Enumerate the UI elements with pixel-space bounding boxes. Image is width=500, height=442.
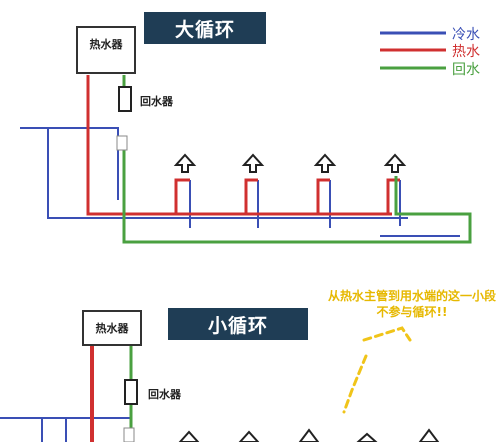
bottom-heater-label: 热水器: [95, 322, 129, 335]
top-water-heater: 热水器: [76, 26, 136, 74]
top-pump-label: 回水器: [140, 95, 173, 108]
outlet-arrow-icon: [298, 428, 320, 442]
bottom-valve-icon: [123, 427, 135, 442]
legend-hot-label: 热水: [452, 44, 480, 60]
outlet-arrow-icon: [313, 153, 337, 173]
legend-cold-label: 冷水: [452, 27, 480, 43]
legend-return-label: 回水: [452, 62, 480, 78]
top-heater-label: 热水器: [89, 38, 123, 51]
top-pump-icon: [118, 86, 132, 112]
outlet-arrow-icon: [238, 430, 260, 442]
top-cold-pipes: [20, 127, 460, 237]
top-valve-icon: [116, 135, 128, 151]
bottom-pump-label: 回水器: [148, 388, 181, 401]
bottom-pump-icon: [124, 379, 138, 405]
note-pointer: [342, 326, 412, 414]
outlet-arrow-icon: [173, 153, 197, 173]
outlet-arrow-icon: [241, 153, 265, 173]
bottom-title: 小循环: [168, 308, 308, 340]
outlet-arrow-icon: [418, 428, 440, 442]
outlet-arrow-icon: [178, 430, 200, 442]
top-return-pipes: [122, 75, 472, 244]
note-text: 从热水主管到用水端的这一小段不参与循环!!: [327, 289, 496, 319]
top-hot-pipes: [86, 75, 400, 216]
outlet-arrow-icon: [383, 153, 407, 173]
top-outlets: [173, 153, 407, 173]
outlet-arrow-icon: [356, 432, 378, 442]
bottom-cold-pipes: [0, 417, 130, 442]
bottom-outlets: [178, 428, 440, 442]
top-title: 大循环: [144, 12, 266, 44]
bottom-water-heater: 热水器: [82, 310, 142, 346]
